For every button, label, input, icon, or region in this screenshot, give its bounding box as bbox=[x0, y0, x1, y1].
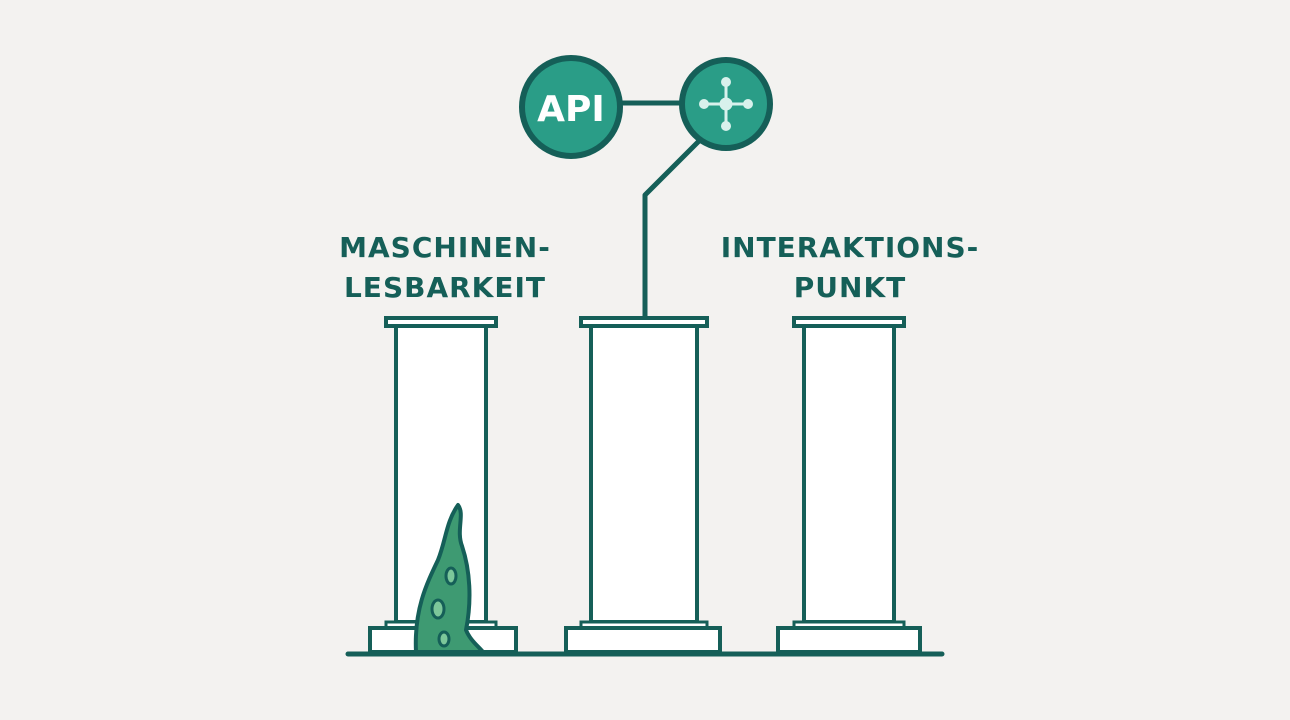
pillar-right bbox=[776, 316, 922, 654]
network-hub-icon bbox=[699, 77, 753, 131]
pillar-middle bbox=[564, 316, 722, 654]
network-node bbox=[679, 57, 773, 151]
pillar-right-label: INTERAKTIONS- PUNKT bbox=[720, 228, 980, 308]
pillar-right-label-line-2: PUNKT bbox=[793, 271, 907, 304]
pillar-left-label-line-1: MASCHINEN- bbox=[339, 231, 551, 264]
tentacle-icon bbox=[413, 503, 485, 654]
pillar-left-label-line-2: LESBARKEIT bbox=[343, 271, 547, 304]
pillar-right-label-line-1: INTERAKTIONS- bbox=[720, 231, 980, 264]
api-node: API bbox=[519, 55, 623, 159]
api-node-label: API bbox=[537, 89, 605, 130]
network-pillar-connector bbox=[642, 139, 701, 318]
pillar-left-label: MASCHINEN- LESBARKEIT bbox=[330, 228, 560, 308]
